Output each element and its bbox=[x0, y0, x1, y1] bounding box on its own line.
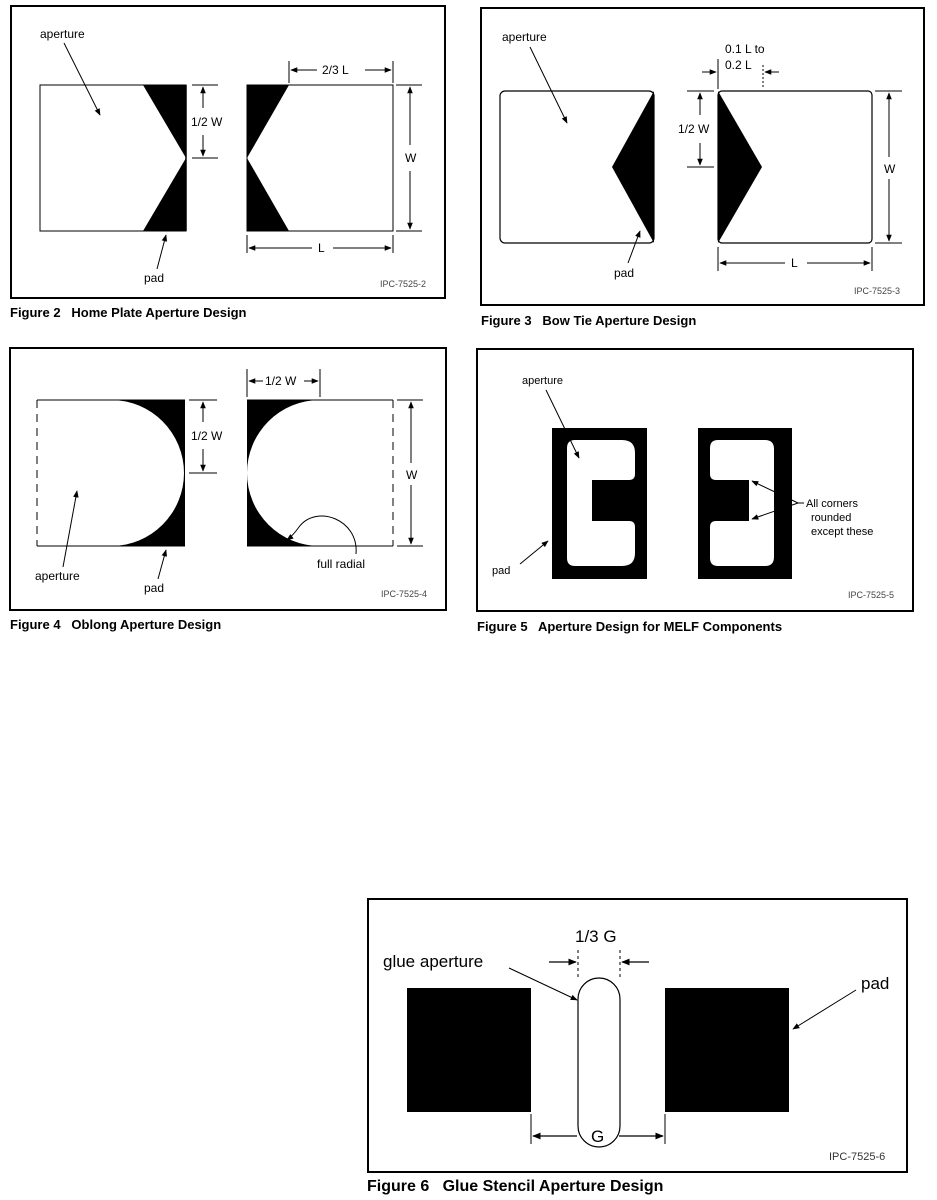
figure-6-caption-title: Glue Stencil Aperture Design bbox=[442, 1178, 664, 1195]
figure-2-caption-title: Home Plate Aperture Design bbox=[71, 305, 247, 320]
fig3-right-pad bbox=[718, 91, 762, 243]
figure-3-caption-number: Figure 3 bbox=[481, 313, 532, 328]
fig5-note-line2: rounded bbox=[811, 512, 851, 524]
fig6-left-pad bbox=[407, 988, 531, 1112]
fig5-left-aperture bbox=[567, 440, 635, 566]
fig4-radial-label: full radial bbox=[317, 557, 365, 571]
fig4-right-aperture bbox=[247, 400, 393, 546]
figure-5-diagram: aperture pad All corners rounded except … bbox=[492, 375, 894, 600]
figure-3-diagram: aperture pad 1/2 W 0.1 L to 0.2 L W L IP… bbox=[499, 30, 902, 296]
figure-3-panel: aperture pad 1/2 W 0.1 L to 0.2 L W L IP… bbox=[480, 7, 925, 306]
figure-3-caption: Figure 3 Bow Tie Aperture Design bbox=[481, 313, 696, 328]
figure-2-caption-number: Figure 2 bbox=[10, 305, 61, 320]
fig3-offset-label-line2: 0.2 L bbox=[725, 58, 752, 72]
fig4-halfw-label: 1/2 W bbox=[191, 429, 223, 443]
fig5-note-arrow-upper bbox=[751, 480, 799, 504]
figure-4-caption-title: Oblong Aperture Design bbox=[71, 617, 222, 632]
figure-6-diagram: 1/3 G glue aperture pad G IPC-7525-6 bbox=[383, 927, 889, 1163]
fig3-halfw-label: 1/2 W bbox=[678, 122, 710, 136]
fig2-aperture-arrow bbox=[63, 42, 101, 116]
figure-4-diagram: aperture pad 1/2 W 1/2 W W full radial I… bbox=[35, 369, 427, 599]
figure-2-diagram: aperture pad 1/2 W 2/3 L W L IPC-7525-2 bbox=[39, 27, 426, 289]
fig4-w-label: W bbox=[406, 468, 418, 482]
fig4-halfw-top-label: 1/2 W bbox=[265, 374, 297, 388]
figure-5-caption: Figure 5 Aperture Design for MELF Compon… bbox=[477, 619, 782, 634]
fig2-code: IPC-7525-2 bbox=[380, 279, 426, 289]
fig4-aperture-label: aperture bbox=[35, 569, 80, 583]
fig6-code: IPC-7525-6 bbox=[829, 1151, 885, 1163]
fig6-g-label: G bbox=[591, 1127, 604, 1146]
fig3-w-label: W bbox=[884, 162, 896, 176]
fig5-note-arrow-lower bbox=[751, 502, 799, 520]
figure-4-caption: Figure 4 Oblong Aperture Design bbox=[10, 617, 221, 632]
fig4-radial-arrow bbox=[286, 515, 357, 555]
fig2-left-pad-top bbox=[143, 85, 186, 158]
fig6-right-pad bbox=[665, 988, 789, 1112]
fig2-pad-label: pad bbox=[144, 271, 164, 285]
fig2-twothirds-label: 2/3 L bbox=[322, 63, 349, 77]
fig3-aperture-label: aperture bbox=[502, 30, 547, 44]
fig4-pad-arrow bbox=[157, 549, 168, 580]
figure-5-panel: aperture pad All corners rounded except … bbox=[476, 348, 914, 612]
fig3-offset-label-line1: 0.1 L to bbox=[725, 42, 765, 56]
fig6-glue-arrow bbox=[508, 967, 578, 1001]
fig3-pad-arrow bbox=[627, 230, 641, 264]
fig6-glue-label: glue aperture bbox=[383, 952, 483, 971]
fig6-pad-label: pad bbox=[861, 974, 889, 993]
figure-5-caption-number: Figure 5 bbox=[477, 619, 528, 634]
fig4-pad-label: pad bbox=[144, 581, 164, 595]
fig5-pad-arrow bbox=[519, 540, 549, 565]
fig4-left-aperture bbox=[37, 400, 184, 546]
figure-2-caption: Figure 2 Home Plate Aperture Design bbox=[10, 305, 246, 320]
fig2-left-pad-bottom bbox=[143, 158, 186, 231]
figure-6-caption: Figure 6 Glue Stencil Aperture Design bbox=[367, 1178, 663, 1196]
fig2-halfw-label: 1/2 W bbox=[191, 115, 223, 129]
fig2-aperture-label: aperture bbox=[40, 27, 85, 41]
fig2-w-label: W bbox=[405, 151, 417, 165]
fig2-pad-arrow bbox=[156, 234, 168, 270]
fig5-note-line3: except these bbox=[811, 526, 873, 538]
fig3-code: IPC-7525-3 bbox=[854, 286, 900, 296]
fig3-l-label: L bbox=[791, 256, 798, 270]
figure-4-caption-number: Figure 4 bbox=[10, 617, 61, 632]
fig5-note-line1: All corners bbox=[806, 498, 858, 510]
fig6-glue-aperture bbox=[577, 977, 621, 1148]
fig2-l-label: L bbox=[318, 241, 325, 255]
fig5-pad-label: pad bbox=[492, 565, 510, 577]
fig4-aperture-arrow bbox=[62, 490, 79, 568]
fig5-right-aperture bbox=[710, 440, 774, 566]
fig5-aperture-label: aperture bbox=[522, 375, 563, 387]
figure-2-panel: aperture pad 1/2 W 2/3 L W L IPC-7525-2 bbox=[10, 5, 446, 299]
figure-5-caption-title: Aperture Design for MELF Components bbox=[537, 619, 783, 634]
fig3-aperture-arrow bbox=[529, 46, 568, 124]
figure-6-panel: 1/3 G glue aperture pad G IPC-7525-6 bbox=[367, 898, 908, 1173]
fig3-pad-label: pad bbox=[614, 266, 634, 280]
fig6-third-label: 1/3 G bbox=[575, 927, 617, 946]
fig4-code: IPC-7525-4 bbox=[381, 589, 427, 599]
fig3-left-pad bbox=[612, 91, 654, 243]
figure-6-caption-number: Figure 6 bbox=[367, 1178, 430, 1195]
figure-4-panel: aperture pad 1/2 W 1/2 W W full radial I… bbox=[9, 347, 447, 611]
fig5-aperture-arrow bbox=[545, 389, 580, 459]
fig5-code: IPC-7525-5 bbox=[848, 590, 894, 600]
fig2-right-pad bbox=[247, 85, 289, 231]
fig6-pad-arrow bbox=[792, 989, 857, 1030]
figure-3-caption-title: Bow Tie Aperture Design bbox=[542, 313, 697, 328]
